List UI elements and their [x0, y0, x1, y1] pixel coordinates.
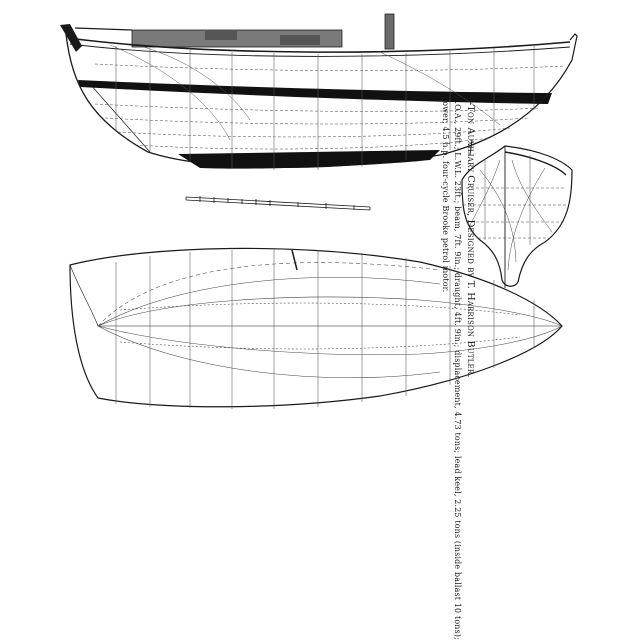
- waterline-band: [78, 80, 552, 104]
- station-lines: [115, 46, 535, 170]
- half-breadth-stations: [115, 249, 535, 409]
- sheer-plan: [60, 13, 578, 170]
- body-plan-outline: [461, 145, 573, 287]
- scale-bar: [185, 196, 371, 211]
- design-plate: [60, 13, 578, 409]
- half-breadth-outline: [69, 247, 563, 408]
- transom: [569, 33, 578, 61]
- body-plan: [461, 145, 573, 288]
- sheer-line: [67, 37, 571, 53]
- lead-keel: [178, 150, 440, 169]
- half-breadth-plan: [69, 247, 563, 409]
- deck-fittings: [74, 13, 395, 50]
